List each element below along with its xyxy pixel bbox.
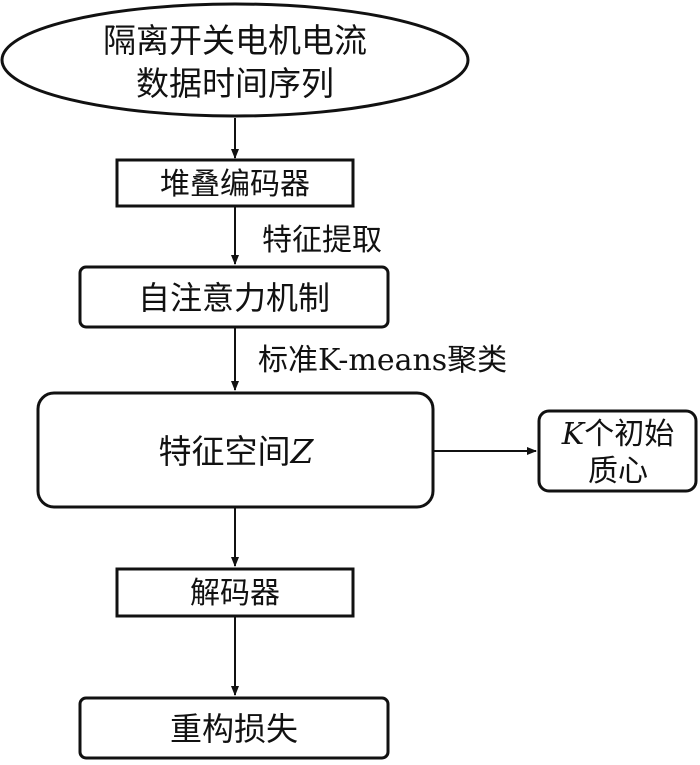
loss-label: 重构损失 bbox=[170, 710, 298, 748]
feature-space-label: 特征空间Z bbox=[159, 432, 315, 471]
feature-extract-label: 特征提取 bbox=[262, 223, 382, 258]
input-node: 隔离开关电机电流 数据时间序列 bbox=[0, 2, 470, 118]
attention-label: 自注意力机制 bbox=[138, 279, 330, 317]
centroids-label-line1: K个初始 bbox=[561, 417, 674, 452]
centroids-line1-text: 个初始 bbox=[584, 417, 674, 452]
attention-node: 自注意力机制 bbox=[78, 265, 390, 329]
input-label-line1: 隔离开关电机电流 bbox=[103, 21, 367, 60]
centroids-node: K个初始 质心 bbox=[537, 409, 698, 493]
centroids-var: K bbox=[561, 417, 586, 452]
encoder-node: 堆叠编码器 bbox=[115, 158, 355, 208]
feature-space-text: 特征空间 bbox=[159, 432, 291, 471]
feature-space-var: Z bbox=[290, 432, 315, 471]
centroids-label-line2: 质心 bbox=[588, 454, 648, 489]
feature-space-node: 特征空间Z bbox=[36, 391, 435, 509]
decoder-label: 解码器 bbox=[190, 576, 280, 611]
loss-node: 重构损失 bbox=[78, 696, 390, 760]
kmeans-label: 标准K-means聚类 bbox=[258, 343, 507, 378]
decoder-node: 解码器 bbox=[115, 567, 355, 618]
encoder-label: 堆叠编码器 bbox=[160, 167, 310, 202]
input-label-line2: 数据时间序列 bbox=[136, 64, 334, 103]
